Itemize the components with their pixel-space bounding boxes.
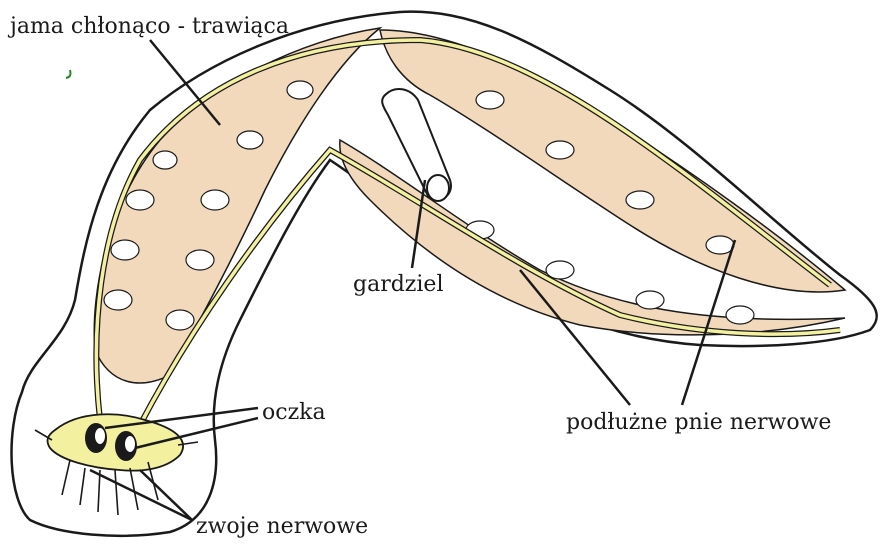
pharynx-opening xyxy=(427,175,449,201)
diverticulum xyxy=(726,306,754,324)
diverticulum xyxy=(201,190,229,210)
diverticulum xyxy=(476,91,504,109)
diverticulum xyxy=(186,250,214,270)
diverticulum xyxy=(111,240,139,260)
label-nerve-cords: podłużne pnie nerwowe xyxy=(566,412,831,434)
diverticulum xyxy=(636,291,664,309)
diverticulum xyxy=(237,131,263,149)
diverticulum xyxy=(153,151,177,169)
label-ganglia: zwoje nerwowe xyxy=(196,516,368,538)
eye-right-highlight xyxy=(125,436,135,452)
diverticulum xyxy=(626,191,654,209)
label-pharynx: gardziel xyxy=(353,274,443,296)
diverticulum xyxy=(126,190,154,210)
label-eyes: oczka xyxy=(262,402,326,424)
label-digestive-cavity: jama chłonąco - trawiąca xyxy=(10,16,289,38)
diverticulum xyxy=(166,310,194,330)
diverticulum xyxy=(104,290,132,310)
diverticulum xyxy=(706,236,734,254)
green-tick-mark xyxy=(66,70,71,78)
diverticulum xyxy=(287,81,313,99)
eye-left-highlight xyxy=(95,428,105,444)
diverticulum xyxy=(546,261,574,279)
diverticulum xyxy=(546,141,574,159)
